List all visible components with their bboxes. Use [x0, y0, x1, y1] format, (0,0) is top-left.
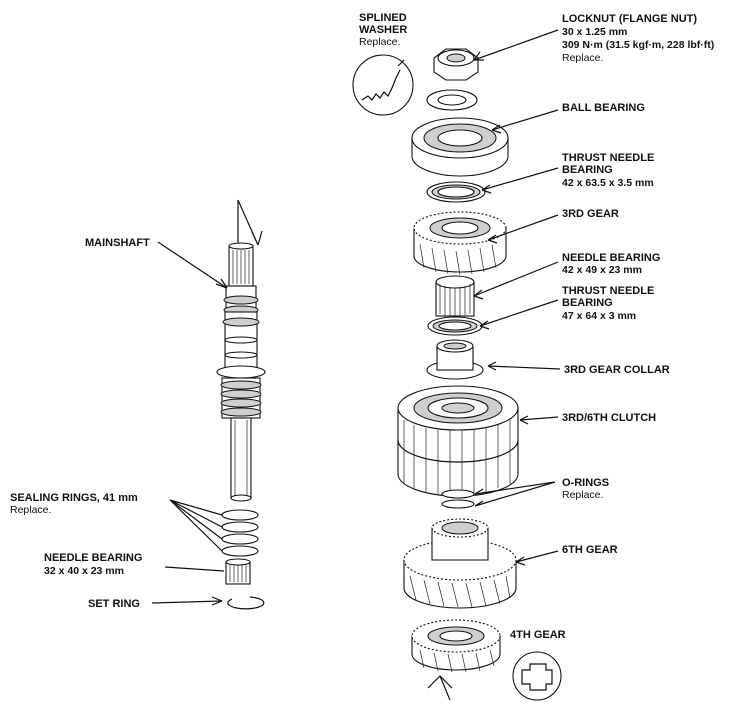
needle-bearing-2-title: NEEDLE BEARING	[44, 552, 142, 564]
third-gear-title: 3RD GEAR	[562, 208, 619, 220]
sealing-rings-note: Replace.	[10, 504, 51, 516]
fourth-gear-part	[411, 619, 501, 673]
third-gear-part	[413, 211, 507, 276]
clutch-title: 3RD/6TH CLUTCH	[562, 412, 656, 424]
ball-bearing-part	[411, 117, 509, 177]
needle-bearing-2-spec: 32 x 40 x 23 mm	[44, 565, 124, 577]
mainshaft-part	[216, 242, 266, 502]
o-rings-title: O-RINGS	[562, 477, 609, 489]
splined-washer-note: Replace.	[359, 36, 400, 48]
thrust-needle-bearing-1-title-2: BEARING	[562, 164, 613, 176]
needle-bearing-left-part	[225, 558, 251, 585]
thrust-needle-bearing-1-spec: 42 x 63.5 x 3.5 mm	[562, 177, 654, 189]
ball-bearing-title: BALL BEARING	[562, 102, 645, 114]
thrust-needle-bearing-1-title-1: THRUST NEEDLE	[562, 152, 654, 164]
clutch-part	[397, 385, 519, 497]
thrust-needle-bearing-2-spec: 47 x 64 x 3 mm	[562, 310, 636, 322]
fourth-gear-detail-callout	[512, 651, 562, 701]
sixth-gear-title: 6TH GEAR	[562, 544, 618, 556]
third-gear-collar-part	[426, 339, 484, 380]
needle-bearing-1-title: NEEDLE BEARING	[562, 252, 660, 264]
thrust-needle-bearing-1-part	[426, 181, 486, 203]
thrust-needle-bearing-2-title-1: THRUST NEEDLE	[562, 285, 654, 297]
sealing-rings-title: SEALING RINGS, 41 mm	[10, 492, 138, 504]
leader-lines	[151, 29, 561, 606]
o-rings-part	[441, 489, 475, 509]
o-rings-note: Replace.	[562, 489, 603, 501]
splined-washer-callout	[352, 54, 414, 116]
splined-washer-title-2: WASHER	[359, 24, 407, 36]
sixth-gear-part	[403, 518, 517, 609]
fourth-gear-title: 4TH GEAR	[510, 629, 566, 641]
needle-bearing-1-spec: 42 x 49 x 23 mm	[562, 264, 642, 276]
locknut-spec-2: 309 N·m (31.5 kgf·m, 228 lbf·ft)	[562, 39, 714, 51]
labels: SPLINED WASHER Replace. LOCKNUT (FLANGE …	[10, 12, 714, 641]
third-gear-collar-title: 3RD GEAR COLLAR	[564, 364, 670, 376]
set-ring-title: SET RING	[88, 598, 140, 610]
mainshaft-title: MAINSHAFT	[85, 237, 150, 249]
splined-washer-title-1: SPLINED	[359, 12, 407, 24]
thrust-needle-bearing-2-title-2: BEARING	[562, 297, 613, 309]
locknut-spec-1: 30 x 1.25 mm	[562, 26, 627, 38]
needle-bearing-right-part	[435, 275, 475, 318]
axis-lines	[237, 199, 453, 701]
locknut-part	[433, 48, 479, 81]
locknut-note: Replace.	[562, 52, 603, 64]
locknut-title: LOCKNUT (FLANGE NUT)	[562, 13, 697, 25]
thrust-needle-bearing-2-part	[427, 316, 483, 336]
set-ring-part	[227, 596, 265, 610]
sealing-rings-part	[221, 509, 259, 557]
splined-washer-part	[426, 89, 478, 111]
